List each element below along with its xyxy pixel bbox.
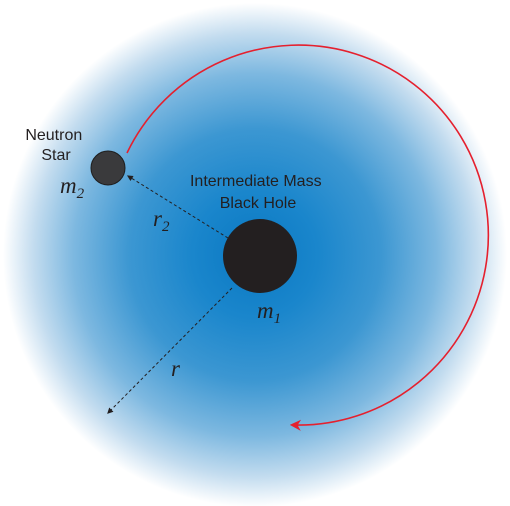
neutron-star-label: Neutron Star	[25, 127, 86, 164]
r2-label: r2	[153, 206, 170, 235]
orbit-arrow	[126, 44, 490, 431]
black-hole-label: Intermediate Mass Black Hole	[190, 173, 326, 212]
neutron-star	[90, 150, 126, 186]
m1-subscript: 1	[274, 311, 282, 327]
r-label: r	[171, 356, 181, 381]
r-distance-arrow	[107, 287, 233, 414]
neutron-star-label-line1: Neutron	[25, 127, 82, 144]
black-hole-label-line1: Intermediate Mass	[190, 173, 322, 190]
m2-symbol: m	[60, 173, 77, 198]
r2-symbol: r	[153, 206, 163, 231]
m1-label: m1	[257, 298, 281, 327]
neutron-star-label-line2: Star	[41, 147, 71, 164]
m2-subscript: 2	[77, 186, 85, 202]
m2-label: m2	[60, 173, 85, 202]
black-hole	[223, 219, 297, 293]
m1-symbol: m	[257, 298, 274, 323]
black-hole-label-line2: Black Hole	[220, 195, 297, 212]
r2-subscript: 2	[162, 219, 170, 235]
